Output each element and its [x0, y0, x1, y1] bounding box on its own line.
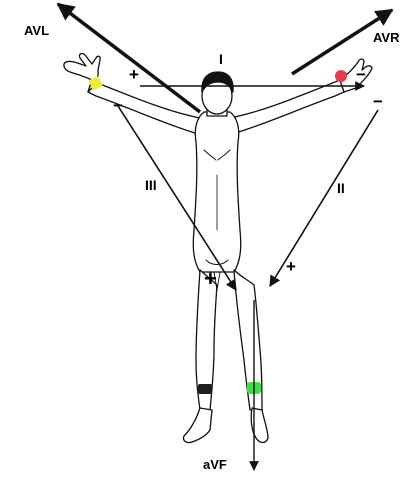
right-arm-electrode [335, 70, 347, 82]
lead-ii-minus-sign: − [373, 93, 383, 110]
right-arm [230, 80, 344, 134]
lead-i-plus-sign: + [129, 66, 139, 83]
avr-label: AVR [373, 31, 399, 44]
lead-i-label: I [219, 52, 223, 66]
lead-ii-plus-sign: + [286, 258, 296, 275]
left-arm [88, 80, 200, 134]
left-leg-electrode [198, 384, 212, 394]
left-foot [183, 408, 212, 443]
avf-label: aVF [203, 458, 227, 471]
avl-label: AVL [24, 24, 49, 37]
lead-iii-plus-sign: + [204, 268, 217, 290]
human-figure [64, 54, 372, 443]
lead-iii-minus-sign: − [113, 97, 123, 114]
lead-iii-label: III [145, 178, 157, 192]
lead-ii-label: II [337, 181, 345, 195]
lead-i-minus-sign: − [356, 66, 366, 83]
